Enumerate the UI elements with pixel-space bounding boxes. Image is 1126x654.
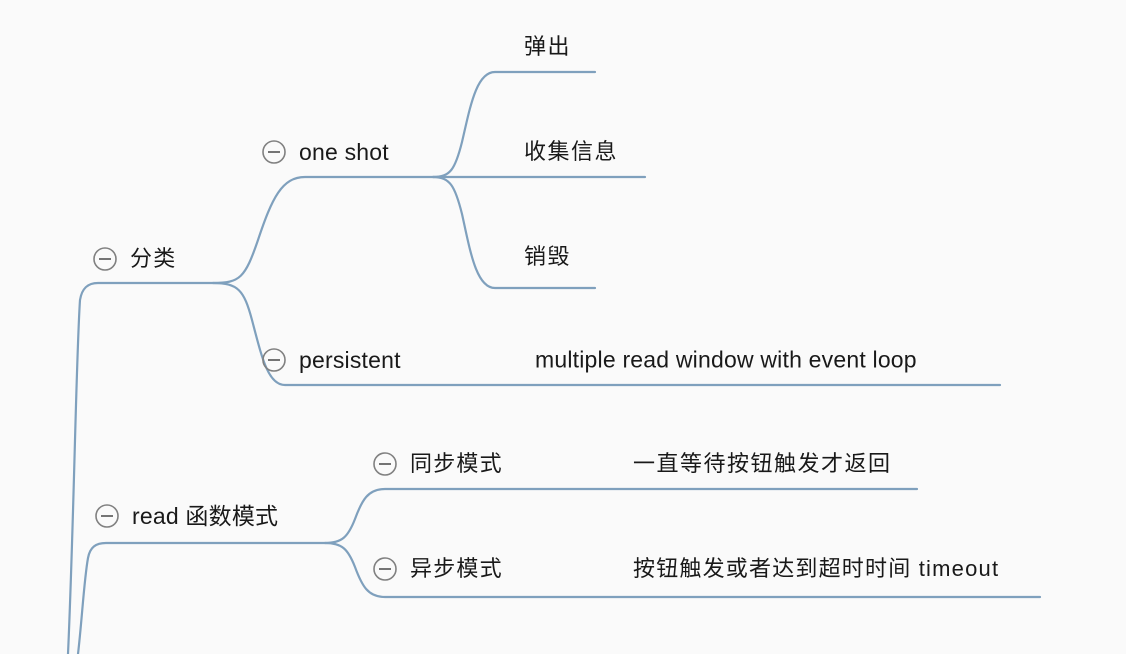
trunk-line-read-mode xyxy=(76,541,327,654)
branch-category-to-oneshot xyxy=(211,175,435,285)
node-async-mode[interactable]: 异步模式 xyxy=(372,556,503,582)
node-label-read-mode: read 函数模式 xyxy=(132,502,279,529)
leaf-sync-detail[interactable]: 一直等待按钮触发才返回 xyxy=(633,451,892,476)
node-one-shot[interactable]: one shot xyxy=(261,139,389,165)
leaf-collect-info[interactable]: 收集信息 xyxy=(524,139,619,164)
node-category[interactable]: 分类 xyxy=(92,246,176,272)
leaf-async-detail[interactable]: 按钮触发或者达到超时时间 timeout xyxy=(633,556,1000,581)
node-label-one-shot: one shot xyxy=(299,138,389,165)
node-persistent[interactable]: persistent xyxy=(261,347,401,373)
leaf-persistent-detail[interactable]: multiple read window with event loop xyxy=(535,346,917,373)
collapse-minus-circle-icon[interactable] xyxy=(92,246,118,272)
node-label-category: 分类 xyxy=(130,246,177,271)
collapse-minus-circle-icon[interactable] xyxy=(261,347,287,373)
node-label-async-mode: 异步模式 xyxy=(410,556,503,581)
branch-oneshot-to-destroy xyxy=(431,175,597,290)
collapse-minus-circle-icon[interactable] xyxy=(261,139,287,165)
branch-readmode-to-sync xyxy=(323,487,919,545)
leaf-popup[interactable]: 弹出 xyxy=(524,34,572,59)
collapse-minus-circle-icon[interactable] xyxy=(372,556,398,582)
trunk-line-category xyxy=(66,281,215,654)
node-label-persistent: persistent xyxy=(299,346,401,373)
node-label-sync-mode: 同步模式 xyxy=(410,451,503,476)
node-read-mode[interactable]: read 函数模式 xyxy=(94,503,278,529)
leaf-destroy[interactable]: 销毁 xyxy=(524,244,572,269)
node-sync-mode[interactable]: 同步模式 xyxy=(372,451,503,477)
collapse-minus-circle-icon[interactable] xyxy=(372,451,398,477)
collapse-minus-circle-icon[interactable] xyxy=(94,503,120,529)
